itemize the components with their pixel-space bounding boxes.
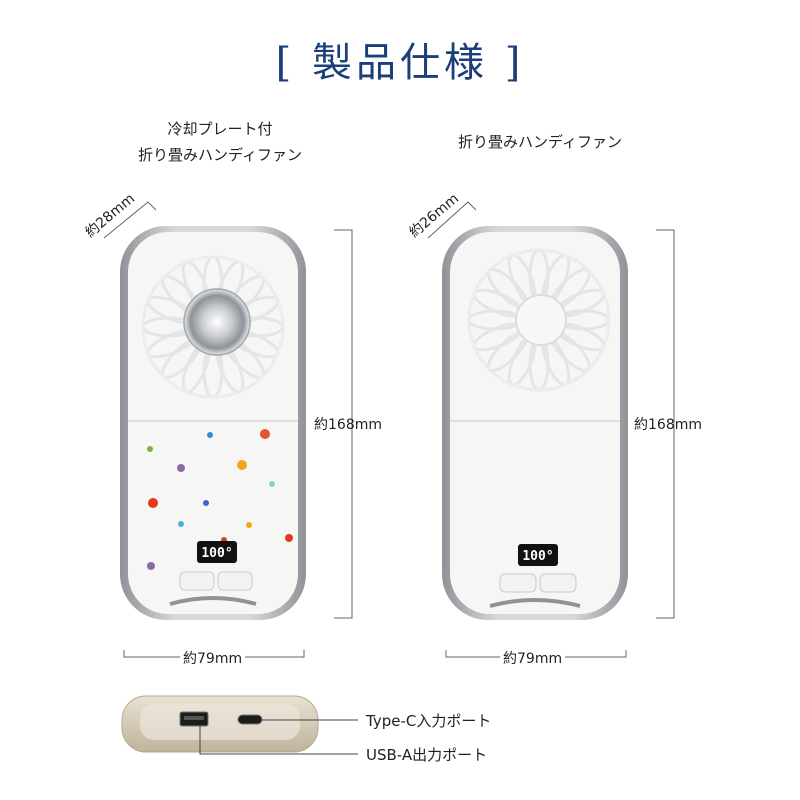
display-1-text: 100° (201, 546, 232, 561)
port-base (121, 695, 319, 753)
button-2b (539, 573, 577, 593)
product-1-caption-line1: 冷却プレート付 (167, 120, 273, 138)
type-c-port (237, 714, 263, 725)
display-2 (518, 544, 558, 566)
type-c-port-label: Type-C入力ポート (366, 712, 492, 730)
product-2-width-label: 約79mm (500, 648, 566, 668)
product-2-caption-line2: 折り畳みハンディファン (458, 133, 622, 151)
button-2a (499, 573, 537, 593)
product-2-device: 100° (442, 226, 628, 620)
product-1-width-label: 約79mm (180, 648, 246, 668)
cooling-plate-knob (183, 288, 251, 356)
confetti-dots (147, 429, 293, 579)
button-1b (217, 571, 253, 591)
button-1a (179, 571, 215, 591)
display-2-text: 100° (522, 549, 553, 564)
product-1-caption-line2: 折り畳みハンディファン (138, 146, 302, 164)
product-2-height-label: 約168mm (634, 417, 702, 433)
port-leader-lines (199, 719, 358, 755)
fan-hub-2 (515, 294, 567, 346)
page-title: [ 製品仕様 ] (275, 40, 525, 86)
display-1 (197, 541, 237, 563)
product-1-caption: 冷却プレート付 折り畳みハンディファン (110, 116, 330, 168)
fan-grille-2 (467, 248, 611, 392)
product-1-device: 100° (120, 226, 306, 620)
product-2-caption: 折り畳みハンディファン (430, 129, 650, 155)
usb-a-port-label: USB-A出力ポート (366, 746, 488, 764)
fan-grille-1 (141, 255, 285, 399)
product-1-height-label: 約168mm (314, 417, 382, 433)
